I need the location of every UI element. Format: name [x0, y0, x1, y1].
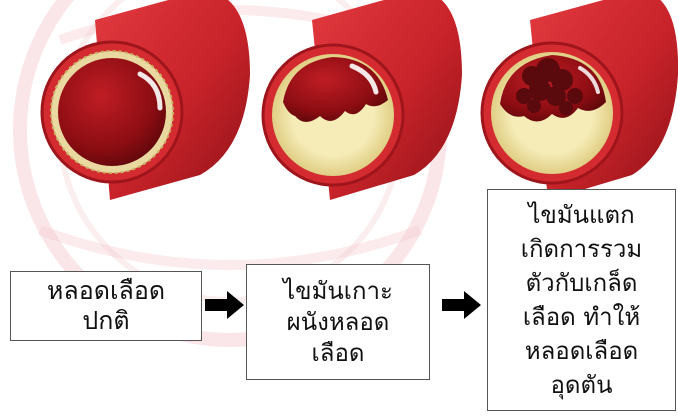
stage-rupture-line-3: ตัวกับเกล็ด [526, 266, 638, 300]
stage-box-plaque: ไขมันเกาะ ผนังหลอด เลือด [246, 264, 430, 380]
stage-rupture-line-4: เลือด ทำให้ [523, 300, 640, 334]
stage-box-rupture: ไขมันแตก เกิดการรวม ตัวกับเกล็ด เลือด ทำ… [487, 189, 676, 411]
stage-normal-line-2: ปกติ [82, 306, 129, 336]
right-arrow-icon [440, 290, 482, 320]
stage-plaque-line-3: เลือด [312, 338, 365, 369]
vessel-illustrations [0, 0, 678, 200]
stage-rupture-line-2: เกิดการรวม [521, 232, 642, 266]
vessel-normal [42, 0, 250, 200]
stage-rupture-line-5: หลอดเลือด [525, 334, 638, 368]
vessel-clot [482, 0, 678, 200]
vessel-fatty-plaque [263, 0, 462, 200]
stage-plaque-line-1: ไขมันเกาะ [283, 276, 393, 307]
stage-box-normal: หลอดเลือด ปกติ [10, 271, 202, 341]
right-arrow-icon [203, 290, 245, 320]
stage-rupture-line-6: อุดตัน [551, 368, 613, 402]
stage-normal-line-1: หลอดเลือด [47, 276, 165, 306]
stage-plaque-line-2: ผนังหลอด [287, 307, 390, 338]
stage-rupture-line-1: ไขมันแตก [528, 198, 634, 232]
